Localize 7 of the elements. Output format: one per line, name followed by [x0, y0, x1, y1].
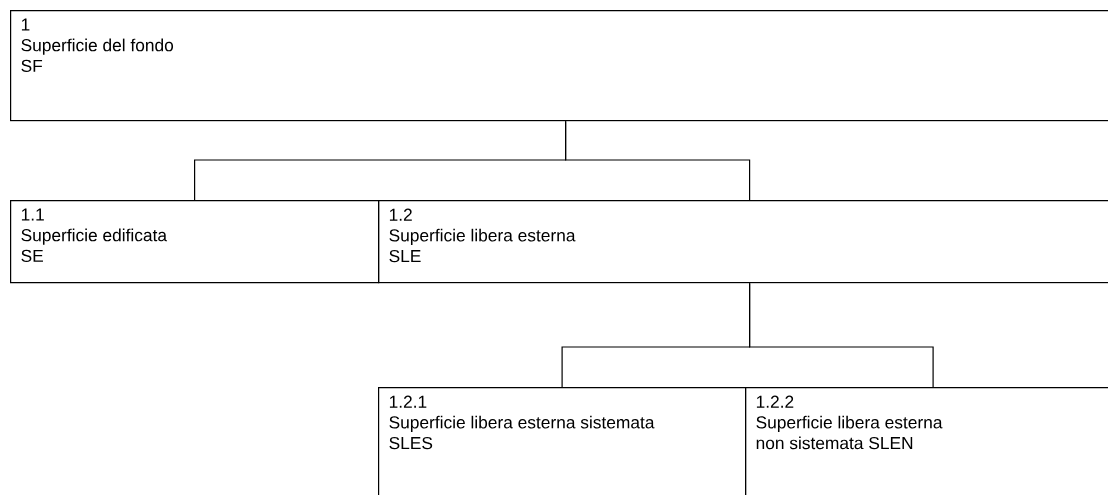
box: 1 Superficie del fondo SF [10, 10, 1108, 122]
box: 1.1 Superficie edificata SE [10, 200, 380, 284]
box: 1.2 Superficie libera esterna SLE [378, 200, 1108, 284]
connector-line [749, 282, 934, 388]
connector-line [565, 120, 751, 201]
box: 1.2.1 Superficie libera esterna sistemata SLES [378, 387, 747, 495]
box: 1.2.2 Superficie libera esterna non sistemata SLEN [745, 387, 1108, 495]
